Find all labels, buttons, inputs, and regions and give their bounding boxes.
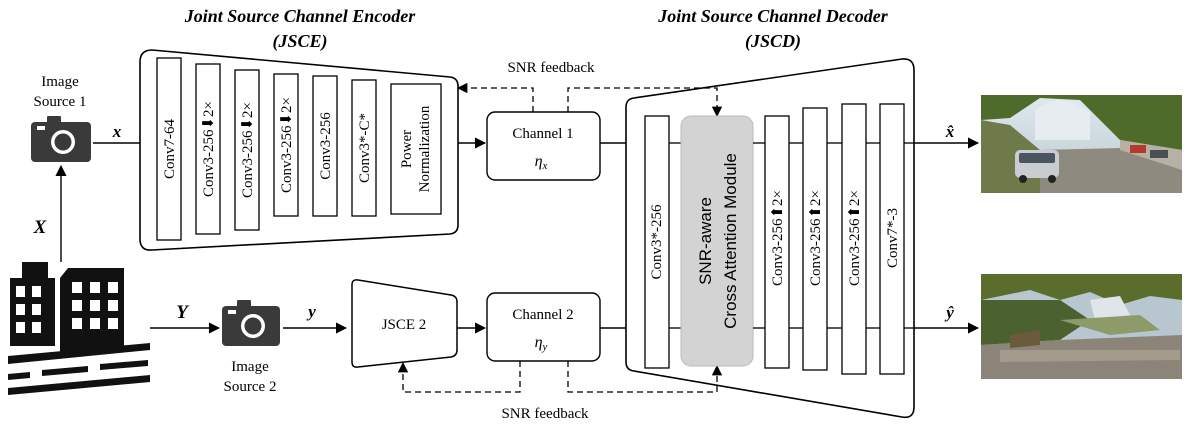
decoder-layer-5 (879, 103, 905, 375)
decoder-title-abbrev: (JSCD) (745, 31, 801, 52)
camera-icon (222, 300, 280, 346)
power-normalization-layer (390, 83, 442, 215)
edge-snr-feedback-to-encoder (456, 82, 534, 112)
decoder-title: Joint Source Channel Decoder (657, 6, 889, 26)
decoder-layer-3 (802, 107, 828, 371)
encoder-layer-label-2: Conv3-256⬇2× (201, 101, 217, 197)
encoder-layer-label-1: Conv7-64 (162, 119, 178, 180)
channel2-label: Channel 2 (512, 307, 573, 323)
decoder-layer-label-3: Conv3-256⬆2× (808, 190, 824, 286)
camera-icon (31, 116, 91, 162)
encoder-layer-4 (273, 73, 299, 217)
channel2-block (486, 292, 601, 362)
attention-label-line2: Cross Attention Module (721, 153, 740, 329)
source2-label-line2: Source 2 (224, 379, 277, 395)
building-icon (8, 262, 150, 395)
reconstructed-image-y (981, 274, 1182, 379)
encoder-layer-label-5: Conv3-256 (318, 112, 334, 180)
decoder-layer-label-first: Conv3*-256 (649, 204, 665, 280)
scene-label-Y: Y (176, 302, 190, 323)
edge-snr-feedback-to-attention-top (567, 87, 723, 118)
power-normalization-label-2: Normalization (417, 105, 433, 192)
encoder-layer-6 (351, 79, 377, 217)
channel1-noise: ηx (535, 153, 548, 172)
encoder-block (139, 49, 459, 251)
encoder-layer-label-3: Conv3-256⬇2× (240, 102, 256, 198)
encoder-layer-label-6: Conv3*-C* (357, 113, 373, 183)
output-x-hat: x̂ (945, 122, 955, 141)
encoder-layer-1 (156, 57, 182, 241)
edge-snr-feedback-to-attention-bottom (567, 361, 723, 393)
encoder-title: Joint Source Channel Encoder (184, 6, 417, 26)
source1-label-line2: Source 1 (34, 94, 87, 110)
decoder-layer-conv3-256 (644, 115, 670, 369)
channel1-block (486, 111, 601, 181)
channel1-label: Channel 1 (512, 126, 573, 142)
snr-feedback-label-top: SNR feedback (507, 60, 595, 76)
decoder-layer-label-5: Conv7*-3 (885, 208, 901, 268)
encoder-layer-label-4: Conv3-256⬇2× (279, 97, 295, 193)
encoder-layer-2 (195, 63, 221, 235)
signal-y: y (306, 302, 316, 321)
attention-label-line1: SNR-aware (696, 197, 715, 285)
encoder-title-abbrev: (JSCE) (272, 31, 327, 52)
channel2-noise: ηy (535, 334, 548, 353)
encoder-layer-3 (234, 69, 260, 231)
source1-label-line1: Image (41, 74, 79, 90)
jsce2-label: JSCE 2 (382, 317, 427, 333)
snr-feedback-label-bottom: SNR feedback (501, 406, 589, 422)
reconstructed-image-x (981, 95, 1182, 193)
edge-snr-feedback-to-jsce2 (397, 361, 521, 393)
decoder-layer-2 (764, 115, 790, 369)
source2-label-line1: Image (231, 359, 269, 375)
decoder-layer-4 (841, 103, 867, 375)
scene-label-X: X (33, 217, 48, 238)
signal-x: x (112, 122, 122, 141)
decoder-block (625, 58, 915, 419)
power-normalization-label-1: Power (399, 130, 415, 168)
output-y-hat: ŷ (944, 303, 954, 322)
snr-aware-cross-attention-module (680, 115, 754, 367)
jsce2-block (351, 279, 458, 368)
decoder-layer-label-4: Conv3-256⬆2× (847, 190, 863, 286)
decoder-layer-label-2: Conv3-256⬆2× (770, 190, 786, 286)
encoder-layer-5 (312, 75, 338, 217)
